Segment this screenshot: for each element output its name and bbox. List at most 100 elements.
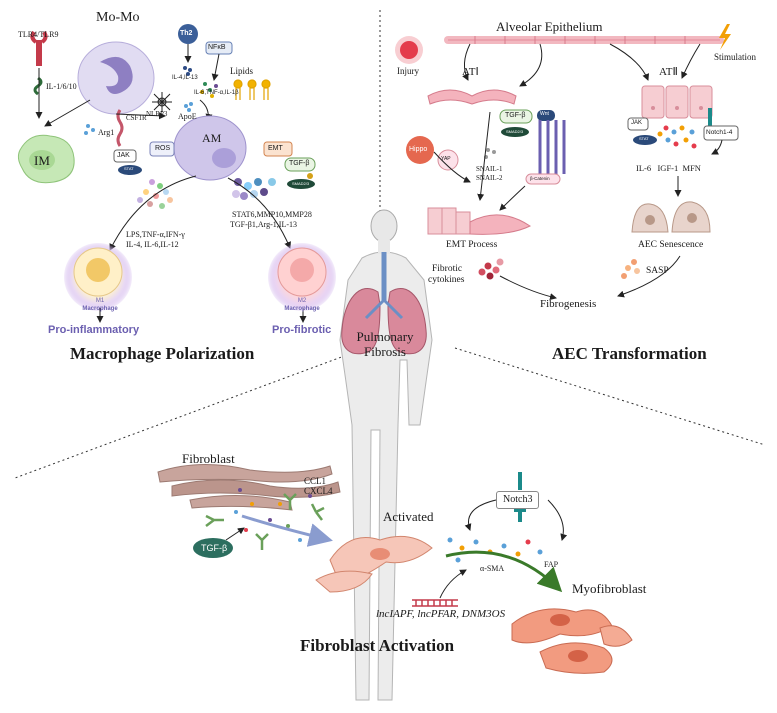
- stat-label-m: STAT: [124, 166, 134, 171]
- pro-inflammatory-label: Pro-inflammatory: [48, 324, 140, 336]
- m1-title: M1: [95, 298, 105, 304]
- divider-left-diagonal: [14, 351, 356, 479]
- tlr-receptor-icon: [30, 30, 48, 96]
- th2-cytokine-dots: [183, 66, 192, 76]
- jak-box-aec: [627, 117, 649, 131]
- arg1-label: Arg1: [98, 128, 115, 137]
- am-cell: [173, 115, 247, 181]
- nfkb-label: NFκB: [208, 44, 226, 51]
- aec-transformation-title: AEC Transformation: [552, 344, 707, 363]
- lipids-icon: [233, 79, 271, 100]
- tgfb-ellipse-fibro: [193, 538, 233, 558]
- lncrna-label: lncIAPF, lncPFAR, DNM3OS: [376, 608, 506, 620]
- mo-mo-label: Mo-Mo: [96, 10, 140, 25]
- smad-label-m: SMAD2/3: [292, 181, 310, 186]
- divider-right-diagonal: [454, 347, 766, 446]
- am-label: AM: [202, 131, 222, 145]
- th2-cytokines-label: IL-4,IL-13: [172, 75, 198, 81]
- monocyte-cell: [77, 41, 155, 115]
- m2-cytokine-cluster: [232, 178, 276, 200]
- th2-label: Th2: [180, 30, 193, 37]
- fibrotic-cytokine-dots: [478, 258, 504, 280]
- smad-label-aec: SMAD2/3: [506, 129, 524, 134]
- il-1-6-10-label: IL-1/6/10: [46, 82, 77, 91]
- stat-badge-am: [118, 165, 142, 175]
- activated-label: Activated: [383, 509, 434, 524]
- fibroblast-activation-title: Fibroblast Activation: [300, 636, 455, 655]
- il-tnf-label: IL-6,TNF-α,IL-1β: [194, 90, 239, 96]
- wnt-badge: [537, 110, 555, 121]
- im-label: IM: [34, 153, 50, 168]
- emt-label-m: EMT: [268, 145, 283, 152]
- m1-macrophage-cell: [64, 243, 132, 311]
- asma-label: α-SMA: [480, 564, 505, 573]
- tgfb-label-m: TGF-β: [289, 160, 310, 167]
- emt-process-label: EMT Process: [446, 240, 498, 250]
- m1-markers-line1: LPS,TNF-α,IFN-γ: [126, 230, 185, 239]
- ccl1-label: CCL1: [304, 476, 327, 486]
- cxcl4-label: CXCL4: [304, 486, 333, 496]
- cytokine-cluster-am: [200, 82, 218, 98]
- nlrp3-label: NLRP3: [146, 110, 168, 118]
- center-title-line1: Pulmonary: [356, 329, 414, 344]
- activated-fibroblast-cells: [315, 535, 433, 593]
- apoe-dots: [184, 102, 193, 112]
- arg1-molecules: [84, 124, 95, 135]
- lipids-label: Lipids: [230, 66, 254, 76]
- fibroblast-signal-dots: [234, 488, 312, 542]
- notch-box-aec: [703, 125, 739, 141]
- fap-label: FAP: [544, 560, 559, 569]
- rna-hairpin-icon: [412, 599, 458, 607]
- at2-factors-label: IL-6 IGF-1 MFN: [636, 163, 701, 173]
- m2-title: M2: [297, 298, 307, 304]
- notch-receptor-aec: [708, 108, 712, 126]
- apoe-label: ApoE: [178, 112, 197, 121]
- at2-label: ATⅡ: [659, 66, 678, 78]
- stat-badge-aec: [633, 135, 657, 145]
- csf1r-receptor-icon: [116, 109, 124, 147]
- tgfb-box-m: [284, 157, 316, 172]
- ros-label: ROS: [155, 145, 171, 152]
- fibrogenesis-label: Fibrogenesis: [540, 298, 597, 310]
- th2-cell-icon: [178, 24, 198, 44]
- fibrotic-cytokines-line1: Fibrotic: [432, 264, 463, 274]
- tgfb-label-fibro: TGF-β: [201, 543, 228, 553]
- m2-markers-line1: STAT6,MMP10,MMP28: [232, 210, 312, 219]
- stimulation-label: Stimulation: [714, 52, 757, 62]
- snail2-label: SNAIL-2: [476, 174, 503, 182]
- lungs-icon: [341, 252, 427, 355]
- csf1r-label: CSF1R: [126, 114, 147, 122]
- injury-icon: [395, 36, 423, 64]
- jak-box-am: [113, 149, 137, 163]
- injury-label: Injury: [397, 66, 419, 76]
- im-cell: [17, 134, 75, 184]
- macrophage-polarization-title: Macrophage Polarization: [70, 344, 255, 363]
- human-body-illustration: [339, 209, 433, 701]
- fibroblast-cells: [157, 464, 341, 511]
- myofibroblast-signal-dots: [447, 537, 543, 563]
- jak-label-m: JAK: [117, 152, 130, 159]
- antibody-icons: [205, 493, 325, 550]
- at1-label: ATⅠ: [462, 66, 479, 78]
- alveolar-epithelium-label: Alveolar Epithelium: [496, 19, 603, 34]
- center-title-line2: Fibrosis: [364, 343, 406, 359]
- notch-label-aec: Notch1-4: [706, 129, 733, 136]
- nlrp3-icon: [152, 92, 172, 112]
- at2-cells: [641, 85, 713, 119]
- wnt-label: Wnt: [540, 111, 549, 117]
- hippo-circle: [406, 136, 434, 164]
- snail1-label: SNAIL-1: [476, 165, 503, 173]
- at2-factor-dots: [657, 125, 697, 149]
- yap-label: YAP: [441, 156, 451, 162]
- at1-cells: [427, 89, 517, 105]
- m1-subtitle: Macrophage: [82, 306, 118, 312]
- pro-fibrotic-label: Pro-fibrotic: [272, 324, 332, 336]
- lightning-icon: [719, 24, 731, 50]
- pulmonary-fibrosis-title: Pulmonary Fibrosis: [340, 329, 430, 360]
- sasp-dots: [621, 259, 640, 279]
- stat-label-aec: STAT: [639, 136, 649, 141]
- beta-catenin-label: β-Catenin: [530, 176, 550, 181]
- m1-cytokine-cluster: [137, 179, 173, 209]
